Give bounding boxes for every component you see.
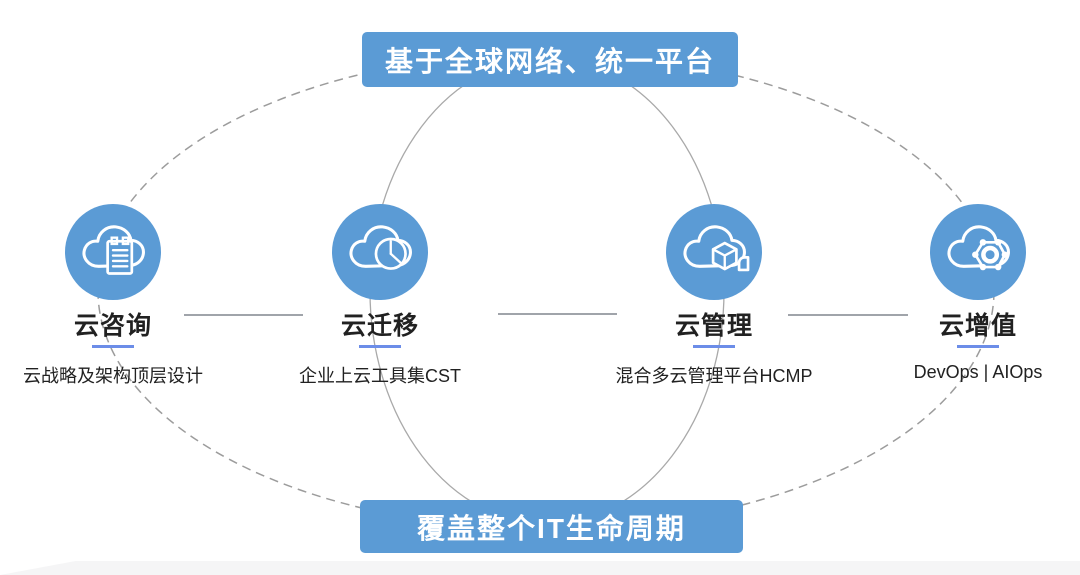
top-banner: 基于全球网络、统一平台 <box>362 32 738 87</box>
node-subtitle: DevOps | AIOps <box>913 362 1043 382</box>
node-circle <box>332 204 428 300</box>
node-title: 云增值 <box>938 312 1017 340</box>
node-circle <box>65 204 161 300</box>
top-banner-label: 基于全球网络、统一平台 <box>384 45 715 77</box>
node-circle <box>930 204 1026 300</box>
title-underline <box>693 345 735 348</box>
node-connector-line <box>184 314 303 316</box>
bottom-gray-strip <box>0 561 1080 575</box>
title-underline <box>957 345 999 348</box>
cloud-clipboard-icon <box>82 225 145 275</box>
node-subtitle: 云战略及架构顶层设计 <box>23 366 203 386</box>
node-subtitle: 企业上云工具集CST <box>299 366 461 386</box>
outer-ellipse <box>97 52 995 530</box>
node-circle <box>666 204 762 300</box>
node-connector-line <box>788 314 908 316</box>
node-title: 云迁移 <box>340 312 419 340</box>
node-subtitle: 混合多云管理平台HCMP <box>615 366 813 386</box>
cloud-gear-icon <box>947 225 1010 271</box>
bottom-banner: 覆盖整个IT生命周期 <box>360 500 743 553</box>
bottom-banner-label: 覆盖整个IT生命周期 <box>417 512 686 544</box>
title-underline <box>92 345 134 348</box>
node-title: 云咨询 <box>73 312 152 340</box>
title-underline <box>359 345 401 348</box>
node-title: 云管理 <box>674 312 753 340</box>
cloud-piechart-icon <box>349 225 412 270</box>
cloud-cube-icon <box>683 225 750 272</box>
node-connector-line <box>498 313 617 315</box>
